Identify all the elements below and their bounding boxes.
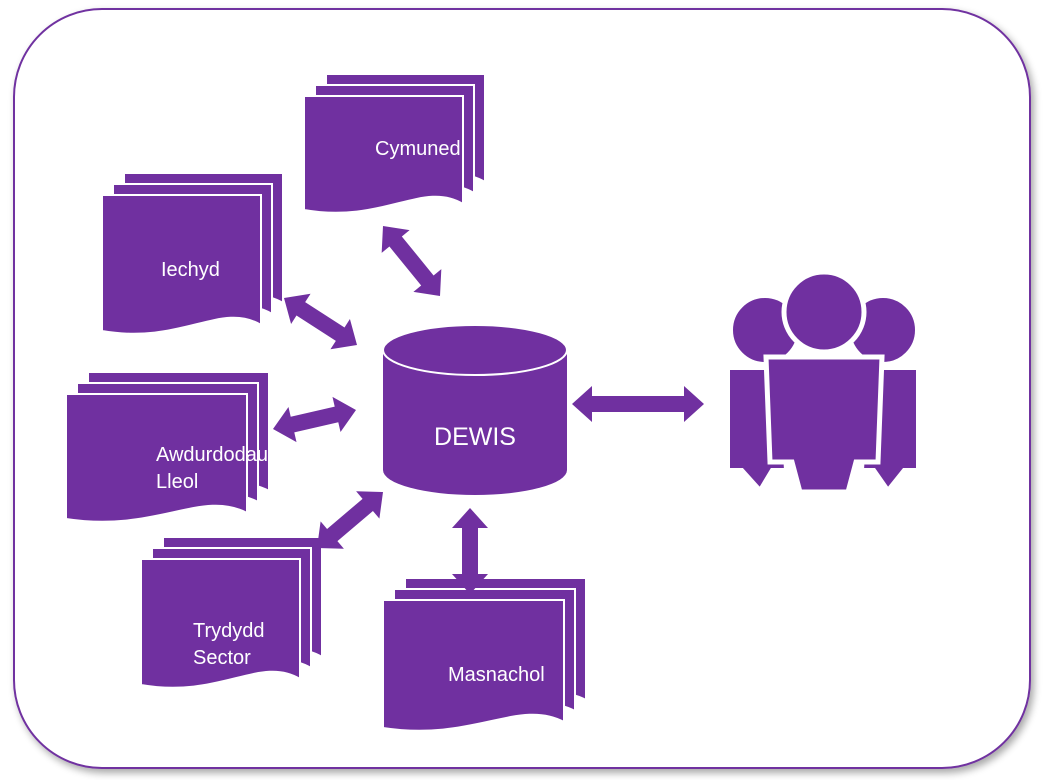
document-sheet <box>140 558 301 689</box>
double-arrow-icon <box>273 396 356 443</box>
source-label: Cymuned <box>375 138 461 160</box>
users-group-icon <box>726 269 920 495</box>
double-arrow-icon <box>452 508 488 594</box>
source-cymuned: Cymuned <box>303 73 486 214</box>
source-label: Lleol <box>156 471 198 493</box>
document-sheet <box>382 599 565 732</box>
hub-label: DEWIS <box>434 423 516 451</box>
database-cylinder-icon: DEWIS <box>382 324 568 495</box>
document-sheet <box>303 95 464 214</box>
connector-arrows <box>273 226 704 594</box>
double-arrow-icon <box>284 293 358 350</box>
source-label: Awdurdodau <box>156 444 268 466</box>
document-sheet <box>65 393 248 523</box>
source-label: Iechyd <box>161 259 220 281</box>
double-arrow-icon <box>381 226 442 296</box>
document-sheet <box>101 194 262 335</box>
source-label: Trydydd <box>193 620 265 642</box>
double-arrow-icon <box>572 386 704 422</box>
source-label: Masnachol <box>448 664 545 686</box>
source-iechyd: Iechyd <box>101 172 284 335</box>
source-label: Sector <box>193 647 251 669</box>
source-masnachol: Masnachol <box>382 577 587 732</box>
double-arrow-icon <box>317 491 383 549</box>
